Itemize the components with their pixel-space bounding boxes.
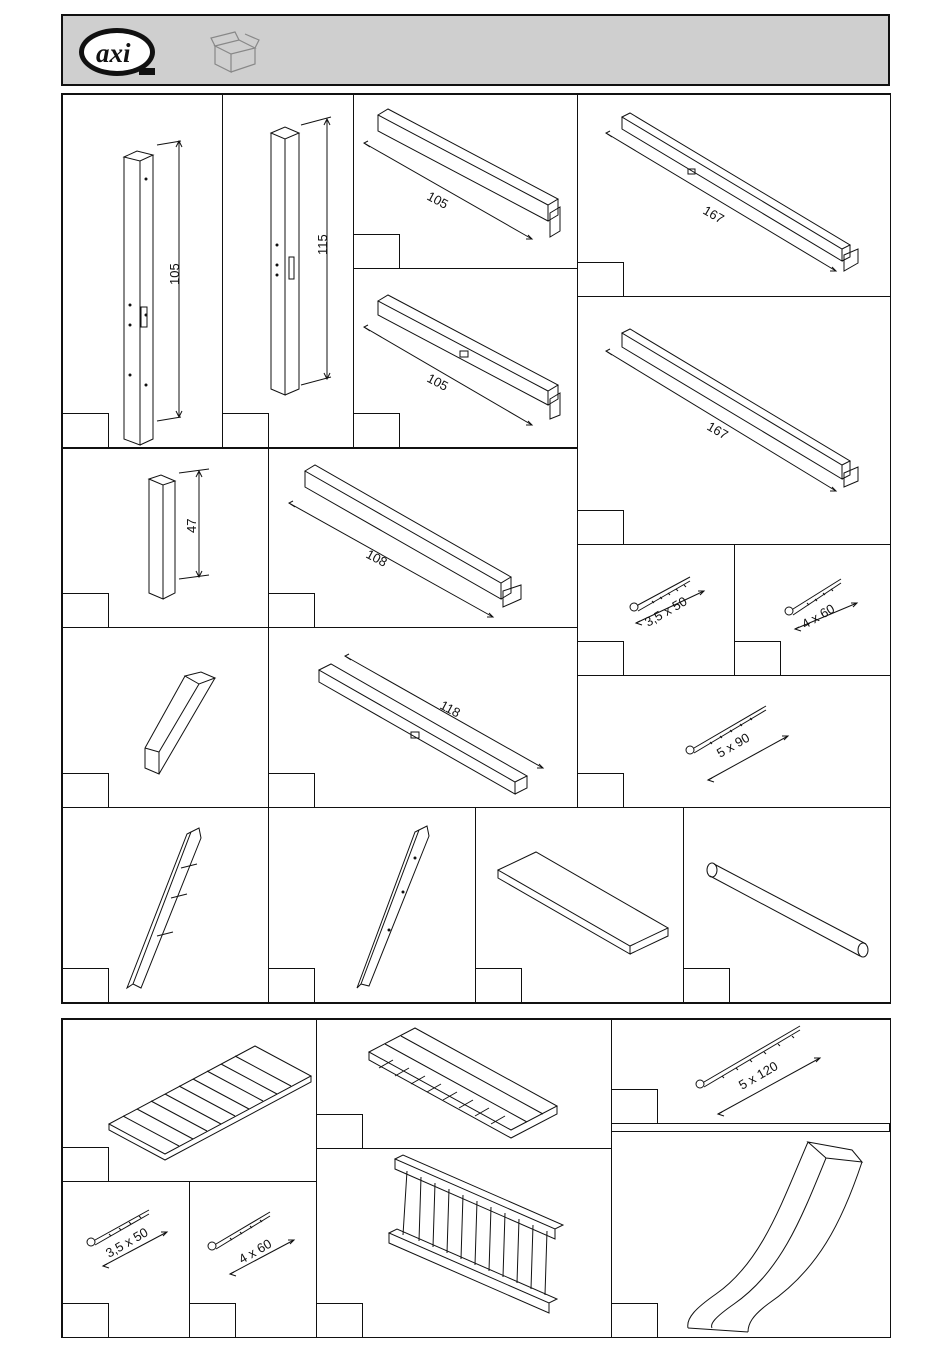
part-round-rod (683, 807, 891, 1003)
part-tag (354, 413, 400, 447)
part-tag (317, 1303, 363, 1337)
part-tag (63, 413, 109, 447)
logo-text: axi (96, 38, 131, 68)
part-tag (63, 968, 109, 1002)
part-beam-105-b: 105 (353, 268, 578, 448)
part-angled-block (62, 627, 269, 808)
dim-label-167a: 167 (701, 203, 727, 227)
axi-logo: axi (77, 24, 159, 80)
part-tag (269, 773, 315, 807)
part-railing (316, 1148, 612, 1338)
part-tag (735, 641, 781, 675)
dim-label-108: 108 (364, 546, 390, 569)
part-screw-5x90: 5 x 90 (577, 675, 891, 808)
part-beam-167-a: 167 (577, 94, 891, 297)
part-tag (578, 773, 624, 807)
part-tag (612, 1303, 658, 1337)
part-beam-105-a: 105 (353, 94, 578, 269)
box-icon (209, 30, 261, 74)
part-screw-3-5x50-a: 3,5 x 50 (577, 544, 735, 676)
part-screw-5x120: 5 x 120 (611, 1019, 891, 1124)
part-tag (578, 510, 624, 544)
part-tag (63, 1303, 109, 1337)
part-tag (354, 234, 400, 268)
dim-label-5x90: 5 x 90 (714, 730, 752, 761)
part-screw-3-5x50-b: 3,5 x 50 (62, 1181, 190, 1338)
part-deck-panel-a (62, 1019, 317, 1182)
dim-label-105b: 105 (425, 370, 451, 393)
part-beam-118: 118 (268, 627, 578, 808)
part-deck-panel-b (316, 1019, 612, 1149)
part-tag (269, 968, 315, 1002)
part-beam-167-b: 167 (577, 296, 891, 545)
dim-label-47: 47 (184, 519, 199, 533)
part-tag (317, 1114, 363, 1148)
dim-label-105a: 105 (425, 188, 451, 211)
part-post-105: 105 (62, 94, 223, 448)
part-screw-4x60-b: 4 x 60 (189, 1181, 317, 1338)
dim-label-4x60a: 4 x 60 (799, 601, 837, 632)
dim-label-115: 115 (315, 234, 330, 255)
part-screw-4x60-a: 4 x 60 (734, 544, 891, 676)
part-post-115: 115 (222, 94, 354, 448)
header-bar: axi (61, 14, 890, 86)
part-tag (476, 968, 522, 1002)
dim-label-105: 105 (167, 263, 182, 285)
part-tag (684, 968, 730, 1002)
dim-label-4x60b: 4 x 60 (236, 1236, 274, 1267)
part-tag (269, 593, 315, 627)
part-tag (578, 262, 624, 296)
dim-label-167b: 167 (705, 419, 731, 443)
dim-label-118: 118 (438, 697, 463, 720)
part-beam-108: 108 (268, 448, 578, 628)
part-stair-stringer-a (62, 807, 269, 1003)
part-tag (63, 1147, 109, 1181)
part-tag (578, 641, 624, 675)
part-tag (612, 1089, 658, 1123)
part-post-47: 47 (62, 448, 269, 628)
dim-label-3-5x50b: 3,5 x 50 (103, 1224, 151, 1260)
part-tag (223, 413, 269, 447)
part-slide (611, 1131, 891, 1338)
part-step-board (475, 807, 684, 1003)
part-tag (63, 593, 109, 627)
part-stair-stringer-b (268, 807, 476, 1003)
part-tag (190, 1303, 236, 1337)
dim-label-5x120: 5 x 120 (736, 1058, 780, 1092)
part-tag (63, 773, 109, 807)
